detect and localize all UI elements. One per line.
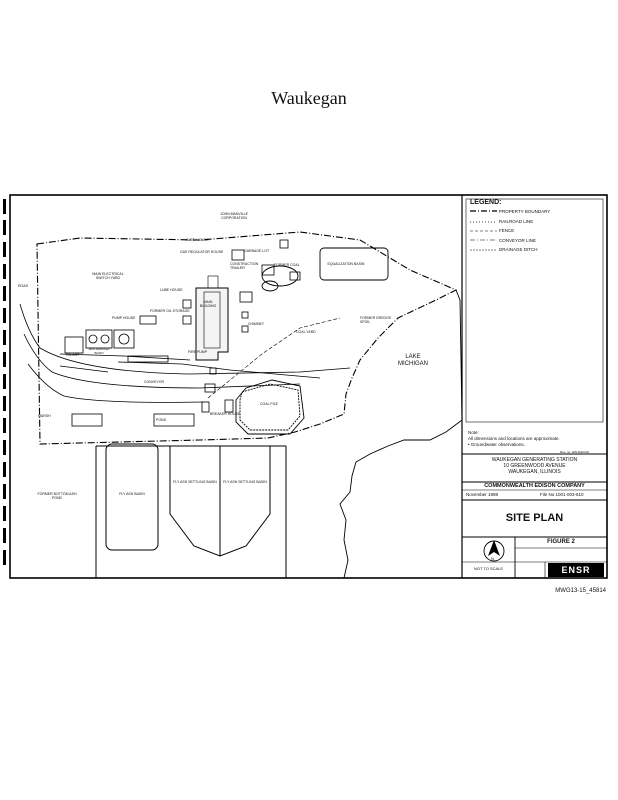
label-pond: POND (156, 418, 167, 422)
legend-line-samples (470, 210, 497, 251)
lake-label-line-2: MICHIGAN (398, 361, 428, 367)
notes-line-1: All dimensions and locations are approxi… (468, 436, 560, 441)
legend-box (465, 198, 604, 423)
south-basins (95, 443, 287, 578)
label-conveyor: CONVEYOR (144, 380, 165, 384)
label-breaker: BREAKER HOUSE (210, 412, 241, 416)
station-address: 10 GREENWOOD AVENUE (503, 463, 566, 469)
drawing-frame (9, 194, 608, 579)
label-equalization: EQUALIZATION BASIN (327, 262, 365, 266)
lake-shoreline (339, 289, 463, 579)
notes-heading: Note: (468, 430, 479, 435)
binding-marks (3, 199, 6, 565)
scale-note: NOT TO SCALE (473, 566, 504, 571)
legend-item-property-boundary: PROPERTY BOUNDARY (499, 209, 551, 214)
label-pump-house: PUMP HOUSE (112, 316, 136, 320)
label-construction: CONSTRUCTION TRAILER (230, 262, 259, 270)
legend-item-railroad: RAILROAD LINE (499, 218, 534, 224)
label-coal-yard: COAL YARD (296, 330, 316, 334)
site-structures (64, 239, 301, 427)
legend-item-fence: FENCE (499, 228, 515, 234)
label-garbage-lot: GARBAGE LOT (244, 249, 270, 253)
label-ash-basin: FLY ASH BASIN (119, 492, 145, 496)
notes-line-2: • Groundwater observations. (468, 442, 525, 447)
label-ash-settling-2: FLY ASH SETTLING BASIN (223, 480, 267, 484)
label-former-oil: FORMER OIL STORAGE (150, 309, 190, 313)
lake-label: LAKE MICHIGAN (398, 354, 428, 368)
label-lube-house: LUBE HOUSE (160, 288, 183, 292)
notes-credit: Rev. no. WAUKEGAN (560, 450, 590, 454)
label-former-coal: FORMER COAL (274, 263, 300, 267)
legend-heading: LEGEND: (470, 199, 502, 206)
figure-number: FIGURE 2 (547, 539, 575, 545)
conveyor-lines (207, 317, 341, 399)
station-city: WAUKEGAN, ILLINOIS (508, 469, 561, 475)
drawing-date: November 1998 (466, 492, 499, 497)
ensr-logo-text: ENSR (561, 565, 591, 575)
label-marsh: MARSH (38, 414, 51, 418)
label-chimney: CHIMNEY (248, 322, 265, 326)
label-john-manville: JOHN MANVILLE CORPORATION (220, 212, 248, 220)
north-label: N (491, 556, 494, 561)
station-name: WAUKEGAN GENERATING STATION (491, 457, 578, 463)
notes: Note: All dimensions and locations are a… (468, 430, 604, 448)
label-fire-pump: FIRE PUMP (188, 350, 208, 354)
label-former-dredge: FORMER DREDGE SPOIL (360, 316, 392, 324)
north-arrow-icon (483, 540, 505, 562)
label-ash-settling-1: FLY ASH SETTLING BASIN (173, 480, 217, 484)
ensr-logo-icon (548, 563, 604, 577)
label-main-electrical: MAIN ELECTRICAL SWITCH YARD (92, 272, 124, 280)
label-gas-regulator: GAS REGULATOR HOUSE (180, 250, 224, 254)
figure-code: MWG13-15_45814 (555, 588, 606, 594)
title-block-station: WAUKEGAN GENERATING STATION 10 GREENWOOD… (462, 457, 607, 475)
site-ponds (235, 247, 389, 435)
legend-item-drainage: DRAINAGE DITCH (499, 247, 538, 253)
lake-label-line-1: LAKE (405, 354, 421, 360)
legend-item-conveyor: CONVEYOR LINE (499, 237, 537, 243)
page-title: Waukegan (271, 88, 347, 108)
label-main-building: MAIN BUILDING (199, 300, 217, 308)
legend-list: PROPERTY BOUNDARY RAILROAD LINE FENCE CO… (499, 207, 599, 255)
label-wastewater: WASTEWATER BASIN (88, 347, 110, 355)
label-gate-house: GATE HOUSE (186, 238, 209, 242)
railroad-lines (19, 303, 351, 403)
label-oil-ast: OIL AST (66, 353, 80, 357)
label-road: ROAD (18, 284, 29, 288)
property-boundary (36, 231, 458, 445)
file-number: File No 1001-003-610 (540, 492, 584, 497)
company-name: COMMONWEALTH EDISON COMPANY (484, 483, 585, 489)
label-former-bottom-ash: FORMER BOTTOM ASH POND (37, 492, 77, 500)
label-coal-pile: COAL PILE (260, 402, 278, 406)
plan-title: SITE PLAN (505, 512, 564, 524)
